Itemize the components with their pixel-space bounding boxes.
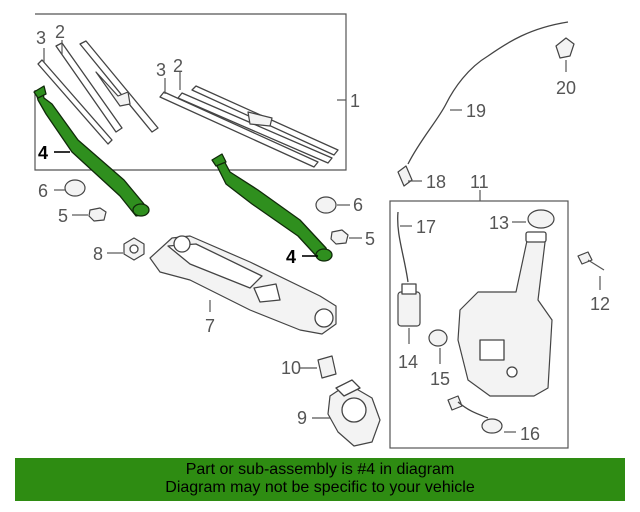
banner-line-2: Diagram may not be specific to your vehi… xyxy=(165,479,475,496)
pump-grommet xyxy=(428,329,448,347)
callout-19: 19 xyxy=(466,101,486,121)
callout-3-left: 3 xyxy=(36,28,46,48)
reservoir-cap xyxy=(527,209,555,229)
callout-16: 16 xyxy=(520,424,540,444)
level-sensor xyxy=(447,395,503,434)
callout-13: 13 xyxy=(489,213,509,233)
left-wiper-blade xyxy=(37,40,159,145)
callout-6-right: 6 xyxy=(353,195,363,215)
wiper-arm-left-highlighted xyxy=(33,85,150,217)
callout-6-left: 6 xyxy=(38,181,48,201)
callout-5-right: 5 xyxy=(365,229,375,249)
washer-hose xyxy=(407,21,569,165)
washer-reservoir xyxy=(457,231,553,397)
callout-2-left: 2 xyxy=(55,22,65,42)
callout-11: 11 xyxy=(470,172,489,192)
pivot-nut-right xyxy=(330,229,349,245)
callout-14: 14 xyxy=(398,352,418,372)
motor-bracket xyxy=(317,355,337,379)
right-wiper-blade xyxy=(159,85,339,168)
callout-15: 15 xyxy=(430,369,450,389)
pivot-cap-right xyxy=(315,196,337,214)
callout-9: 9 xyxy=(297,408,307,428)
hose-connector xyxy=(397,165,413,187)
callout-3-right: 3 xyxy=(156,60,166,80)
washer-pump xyxy=(397,283,421,327)
callout-4-right: 4 xyxy=(286,247,296,267)
callout-2-right: 2 xyxy=(173,56,183,76)
info-banner: Part or sub-assembly is #4 in diagram Di… xyxy=(15,458,625,501)
callout-18: 18 xyxy=(426,172,446,192)
callout-20: 20 xyxy=(556,78,576,98)
callout-5-left: 5 xyxy=(58,206,68,226)
callout-4-left: 4 xyxy=(38,143,48,163)
callout-7: 7 xyxy=(205,316,215,336)
pivot-cap-left xyxy=(64,179,86,197)
reservoir-bolt xyxy=(577,251,605,271)
callout-8: 8 xyxy=(93,244,103,264)
banner-line-1: Part or sub-assembly is #4 in diagram xyxy=(185,461,455,478)
callout-10: 10 xyxy=(281,358,301,378)
washer-nozzle xyxy=(555,37,575,72)
parts-diagram: 3 2 3 2 1 4 4 6 5 6 5 8 7 10 9 20 19 18 … xyxy=(33,13,610,449)
washer-reservoir-group-outline xyxy=(389,200,569,449)
pivot-nut-left xyxy=(88,207,107,222)
callout-1: 1 xyxy=(350,91,360,111)
callout-12: 12 xyxy=(590,294,610,314)
callout-17: 17 xyxy=(416,217,436,237)
wiper-linkage xyxy=(149,235,337,335)
wiper-blade-group-outline xyxy=(34,13,347,171)
wiper-motor xyxy=(327,379,381,447)
wiper-arm-right-highlighted xyxy=(211,153,333,262)
washer-hose-short xyxy=(397,211,409,283)
linkage-bolt xyxy=(123,237,145,261)
